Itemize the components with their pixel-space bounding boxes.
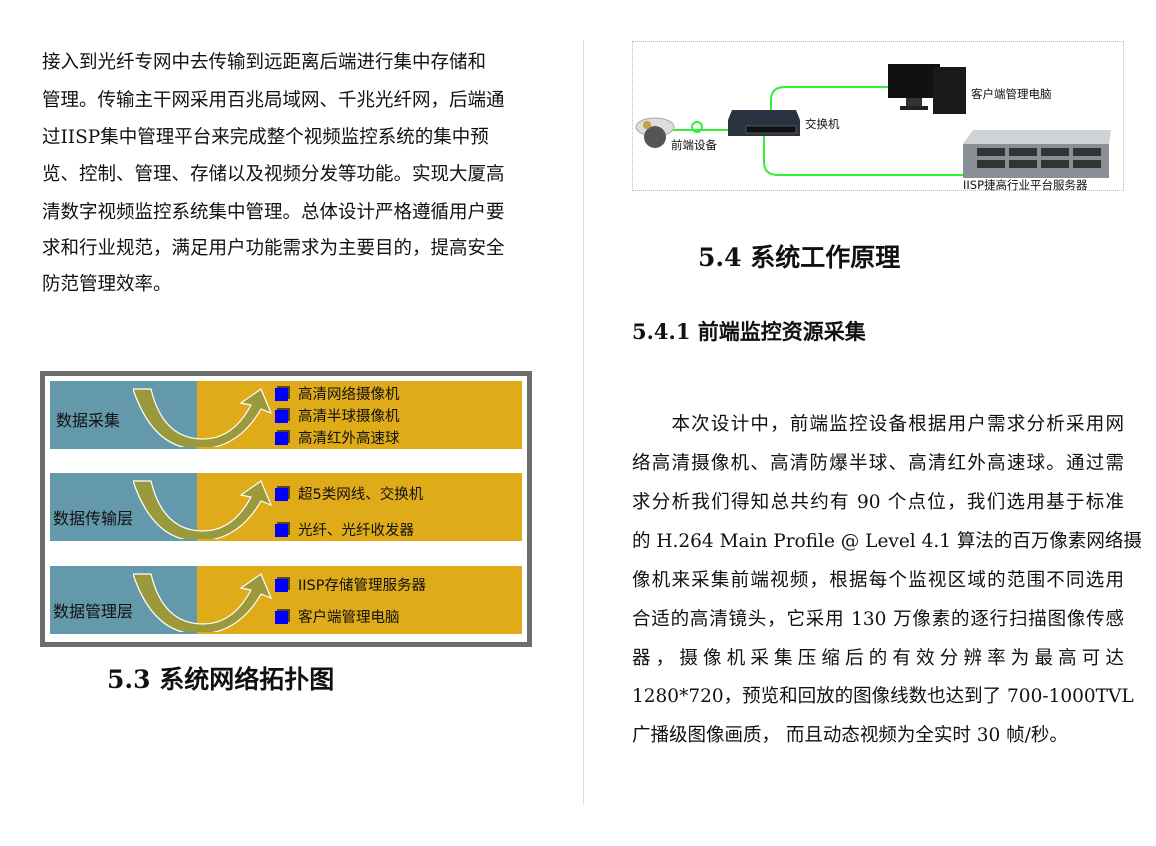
curved-arrow-icon <box>133 388 273 447</box>
layer-label: 数据采集 <box>56 411 121 430</box>
network-topology-figure: 前端设备 交换机 客户端管理电脑 IISP捷高行业平台服务器 <box>632 41 1124 192</box>
layer-item: 客户端管理电脑 <box>275 606 400 627</box>
left-paragraph-line: 览、控制、管理、存储以及视频分发等功能。实现大厦高 <box>42 164 505 185</box>
left-paragraph-line: 过IISP集中管理平台来完成整个视频监控系统的集中预 <box>42 127 489 148</box>
left-paragraph-line: 求和行业规范，满足用户功能需求为主要目的，提高安全 <box>42 238 505 259</box>
layer-item: 高清网络摄像机 <box>275 383 400 404</box>
curved-arrow-icon <box>133 573 273 632</box>
curved-arrow-icon <box>133 480 273 539</box>
layer-item: 超5类网线、交换机 <box>275 483 423 504</box>
layer-label: 数据传输层 <box>53 509 134 528</box>
section-heading-5-4: 5.4 系统工作原理 <box>698 243 901 272</box>
layer-item: 高清红外高速球 <box>275 427 400 448</box>
blue-square-bullet-icon <box>275 524 288 537</box>
client-pc-label: 客户端管理电脑 <box>971 87 1052 101</box>
rack-server-icon <box>963 130 1111 178</box>
blue-square-bullet-icon <box>275 410 288 423</box>
left-paragraph-line: 管理。传输主干网采用百兆局域网、千兆光纤网，后端通 <box>42 90 505 111</box>
network-switch-icon <box>728 110 800 136</box>
section-heading-5-4-1: 5.4.1 前端监控资源采集 <box>632 319 866 344</box>
right-paragraph-line: 像机来采集前端视频，根据每个监视区域的范围不同选用 <box>632 570 1124 591</box>
right-paragraph-line: 络高清摄像机、高清防爆半球、高清红外高速球。通过需 <box>632 453 1124 474</box>
layer-band-transmission: 数据传输层 超5类网线、交换机 光纤、光纤收发器 <box>50 473 522 541</box>
layer-band-management: 数据管理层 IISP存储管理服务器 客户端管理电脑 <box>50 566 522 634</box>
right-paragraph-line: 器，摄像机采集压缩后的有效分辨率为最高可达 <box>632 648 1124 669</box>
right-paragraph-line: 本次设计中，前端监控设备根据用户需求分析采用网 <box>632 414 1124 435</box>
column-divider <box>583 40 584 805</box>
blue-square-bullet-icon <box>275 388 288 401</box>
layer-band-collection: 数据采集 高清网络摄像机 高清半球摄像机 高清红外高速球 <box>50 381 522 449</box>
layer-item: IISP存储管理服务器 <box>275 574 426 595</box>
left-paragraph-line: 防范管理效率。 <box>42 274 172 295</box>
layer-item: 高清半球摄像机 <box>275 405 400 426</box>
layer-item: 光纤、光纤收发器 <box>275 519 414 540</box>
right-paragraph-line: 合适的高清镜头，它采用 130 万像素的逐行扫描图像传感 <box>632 609 1124 630</box>
dome-camera-icon <box>635 117 675 148</box>
left-paragraph-line: 接入到光纤专网中去传输到远距离后端进行集中存储和 <box>42 52 487 73</box>
switch-label: 交换机 <box>805 117 840 131</box>
server-label: IISP捷高行业平台服务器 <box>963 178 1088 192</box>
right-paragraph-line: 求分析我们得知总共约有 90 个点位，我们选用基于标准 <box>632 492 1124 513</box>
blue-square-bullet-icon <box>275 488 288 501</box>
blue-square-bullet-icon <box>275 579 288 592</box>
right-paragraph-line: 1280*720，预览和回放的图像线数也达到了 700-1000TVL <box>632 686 1134 707</box>
desktop-computer-icon <box>888 64 966 114</box>
left-paragraph-line: 清数字视频监控系统集中管理。总体设计严格遵循用户要 <box>42 202 505 223</box>
blue-square-bullet-icon <box>275 611 288 624</box>
blue-square-bullet-icon <box>275 432 288 445</box>
layer-label: 数据管理层 <box>53 602 134 621</box>
front-device-label: 前端设备 <box>671 138 717 152</box>
right-paragraph-line: 的 H.264 Main Profile @ Level 4.1 算法的百万像素… <box>632 531 1142 552</box>
layer-diagram-figure: 数据采集 高清网络摄像机 高清半球摄像机 高清红外高速球 数据传输层 超5类网线… <box>40 371 532 647</box>
section-heading-5-3: 5.3 系统网络拓扑图 <box>107 665 335 694</box>
right-paragraph-line: 广播级图像画质， 而且动态视频为全实时 30 帧/秒。 <box>632 725 1068 746</box>
topology-connections <box>673 86 973 176</box>
